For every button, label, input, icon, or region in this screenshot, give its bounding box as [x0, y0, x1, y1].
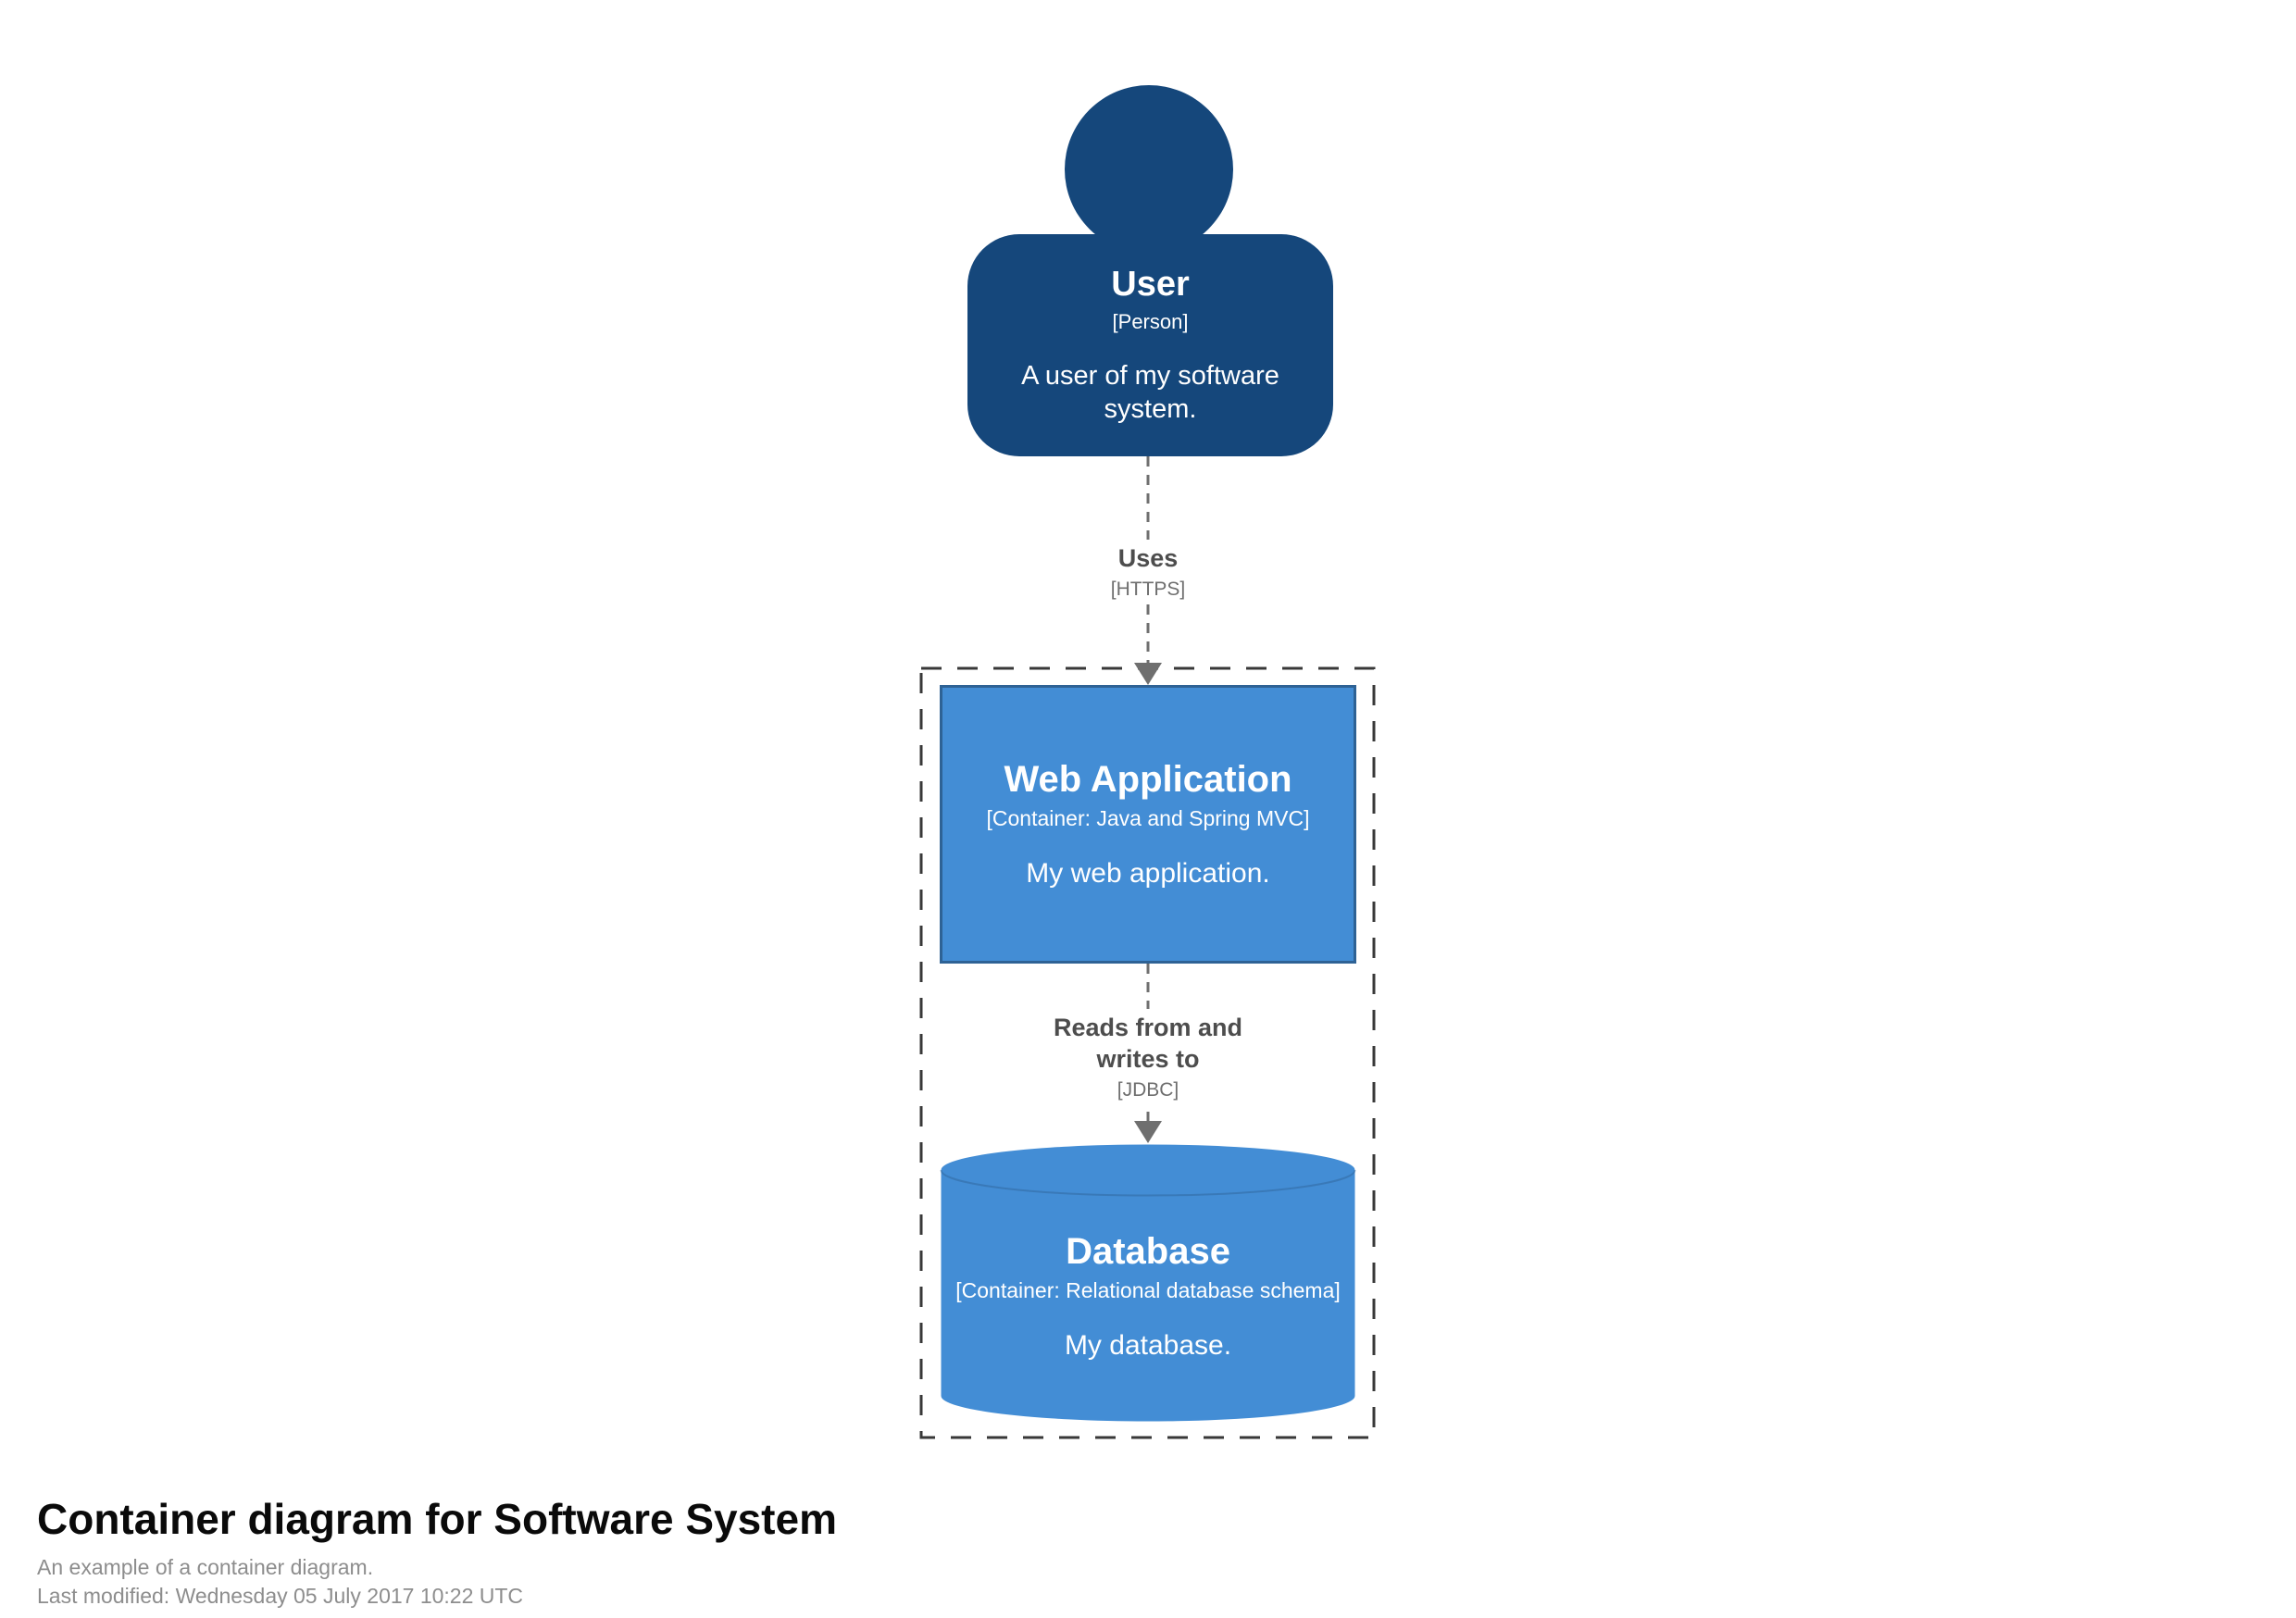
- relationship-label-webapp-db: Reads from and writes to [JDBC]: [1021, 1009, 1275, 1105]
- person-description: A user of my software system.: [1021, 360, 1279, 425]
- relationship-technology: [HTTPS]: [1110, 578, 1186, 600]
- diagram-footer: Container diagram for Software System An…: [37, 1496, 837, 1611]
- relationship-label-user-webapp: Uses [HTTPS]: [1099, 540, 1197, 604]
- diagram-last-modified: Last modified: Wednesday 05 July 2017 10…: [37, 1584, 524, 1609]
- container-name: Database: [1066, 1231, 1230, 1273]
- person-node-user[interactable]: User [Person] A user of my software syst…: [967, 234, 1333, 456]
- diagram-title: Container diagram for Software System: [37, 1495, 837, 1543]
- container-description: My database.: [1064, 1330, 1232, 1362]
- person-metadata: [Person]: [1112, 310, 1189, 334]
- container-node-database[interactable]: Database [Container: Relational database…: [940, 1143, 1356, 1423]
- relationship-name: Reads from and writes to: [1053, 1014, 1243, 1073]
- relationship-technology: [JDBC]: [1117, 1078, 1179, 1101]
- relationship-arrowhead-icon: [1134, 663, 1162, 685]
- person-name: User: [1111, 264, 1190, 304]
- database-cylinder-icon: [940, 1144, 1356, 1422]
- container-metadata: [Container: Relational database schema]: [955, 1278, 1341, 1303]
- relationship-name: Uses: [1117, 544, 1179, 572]
- container-metadata: [Container: Java and Spring MVC]: [986, 805, 1310, 830]
- person-head-icon: [1065, 85, 1233, 254]
- container-name: Web Application: [1004, 758, 1292, 800]
- diagram-subtitle: An example of a container diagram.: [37, 1554, 374, 1579]
- database-text-block: Database [Container: Relational database…: [940, 1143, 1356, 1423]
- container-description: My web application.: [1026, 857, 1270, 889]
- relationship-arrowhead-icon: [1134, 1121, 1162, 1143]
- container-node-web-application[interactable]: Web Application [Container: Java and Spr…: [940, 685, 1356, 964]
